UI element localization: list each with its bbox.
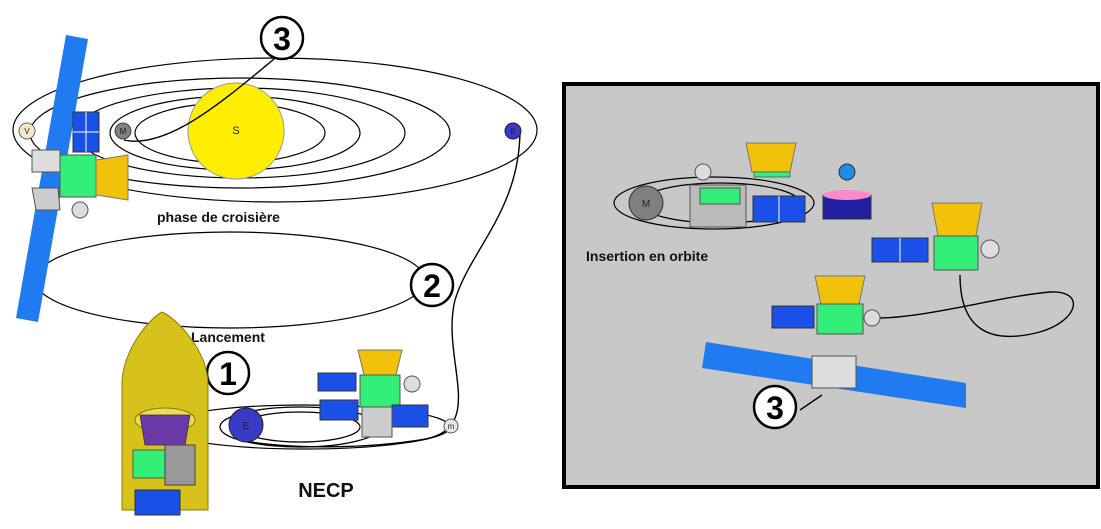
step3-pointer: [123, 49, 286, 142]
mercury-inset: [628, 185, 664, 221]
moon-label: m: [448, 422, 455, 431]
mio-probe: [822, 163, 872, 220]
trajectory-path: [239, 129, 521, 448]
launcher-fairing: [121, 311, 209, 516]
orbit-insertion-label: Insertion en orbite: [586, 248, 708, 264]
cruise-spacecraft: [31, 111, 129, 219]
step-3-number: 3: [273, 21, 291, 57]
venus-label: V: [24, 127, 30, 136]
mercury-label: M: [120, 127, 127, 136]
insertion-inset: M Insertion en orbite: [562, 82, 1100, 489]
cruise-phase-label: phase de croisière: [157, 209, 280, 225]
lower-loop-orbit: [34, 231, 426, 329]
mpo-spacecraft: [871, 202, 1000, 271]
earth-top: [504, 122, 522, 140]
necp-spacecraft: [317, 349, 429, 438]
mercury-capture-orbit-1: [613, 176, 815, 230]
composite-spacecraft: [689, 163, 806, 228]
inset-step3-pointer: [799, 394, 823, 411]
insertion-trajectory: [869, 274, 1075, 338]
launch-label: Lancement: [191, 329, 265, 345]
venus: [18, 122, 36, 140]
mercury-inset-label: M: [642, 199, 650, 210]
sun: [187, 82, 285, 180]
solar-array: [16, 35, 88, 322]
cruise-scene: S V M E 3 phase de croisière: [12, 15, 538, 516]
step-2-marker: [409, 262, 455, 308]
earth-necp: [228, 407, 264, 443]
necp-label: NECP: [298, 480, 354, 502]
mercury: [114, 122, 132, 140]
sun-label: S: [232, 125, 239, 137]
step-3-marker: [259, 15, 305, 61]
step-3-inset-number: 3: [766, 390, 784, 426]
step-2-number: 2: [423, 268, 441, 304]
step-3-inset-marker: [752, 384, 798, 430]
step-1-number: 1: [219, 356, 237, 392]
moon: [443, 418, 459, 434]
separated-cone: [745, 142, 797, 173]
center-spacecraft: [771, 275, 881, 335]
transfer-module: [811, 355, 857, 389]
earth-necp-label: E: [243, 421, 250, 432]
earth-top-label: E: [510, 127, 515, 136]
